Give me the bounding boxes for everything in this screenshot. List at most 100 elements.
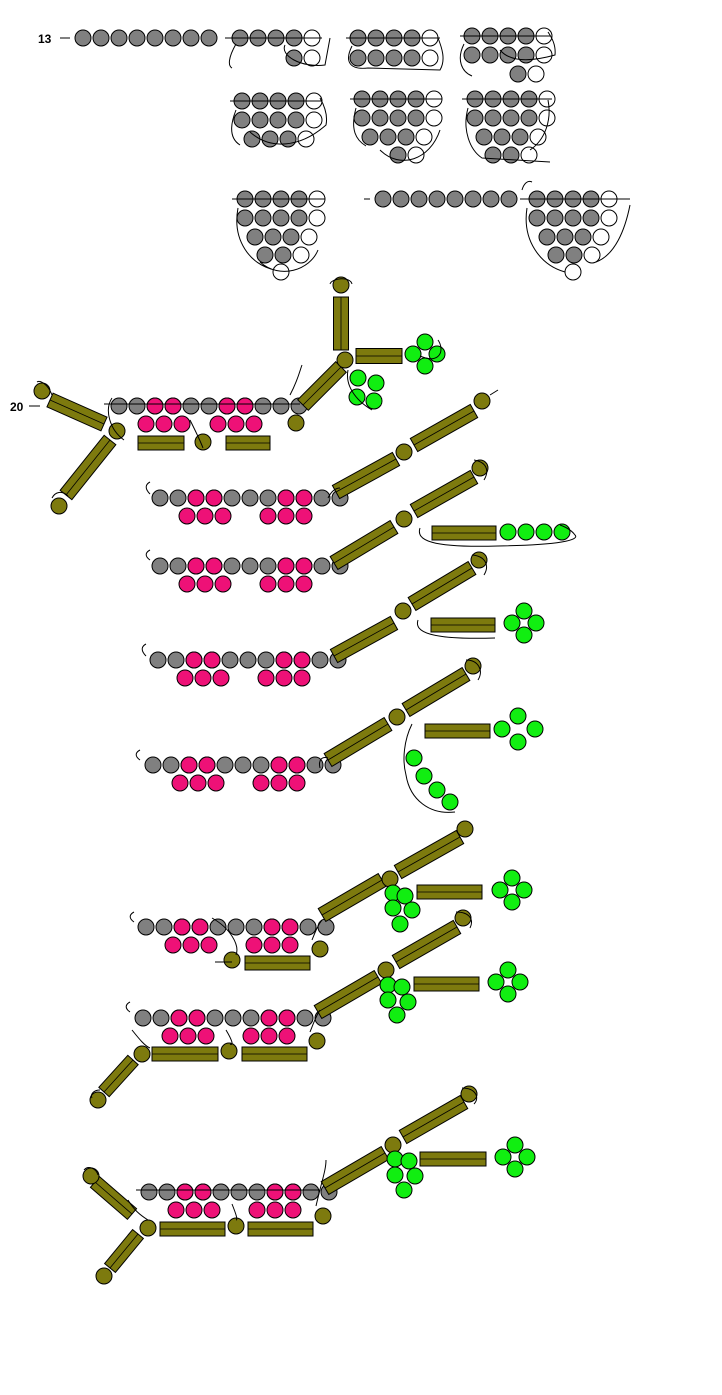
bead [297,130,315,148]
bead [277,557,295,575]
bead [278,1009,296,1027]
bead [161,1027,179,1045]
bead [403,49,421,67]
bead [221,651,239,669]
bead [389,109,407,127]
bead [170,1009,188,1027]
bead [287,414,305,432]
bead [428,345,446,363]
stage-13-chain [74,29,331,69]
bead [365,392,383,410]
stage-21 [145,389,499,525]
bead [313,557,331,575]
bead [384,1136,402,1154]
bead [205,489,223,507]
bead [405,749,423,767]
bead [288,774,306,792]
helix-axis [321,879,383,916]
helix-axis [397,836,461,873]
bead [565,246,583,264]
stage-13-fold-4 [230,92,327,148]
bead [176,1183,194,1201]
stage-23 [141,551,545,687]
bead [302,1183,320,1201]
bead [178,507,196,525]
bead [233,111,251,129]
bead [406,1167,424,1185]
helix-axis [65,439,111,496]
bead [400,1152,418,1170]
bead [151,489,169,507]
bead [203,651,221,669]
bead [509,733,527,751]
bead [583,246,601,264]
bead [395,510,413,528]
bead [295,507,313,525]
bead [151,557,169,575]
bead [484,109,502,127]
bead [254,209,272,227]
chain-line [459,31,556,77]
bead [223,489,241,507]
bead [274,246,292,264]
bead [582,209,600,227]
bead [288,756,306,774]
bead [212,1183,230,1201]
bead [207,774,225,792]
bead [381,870,399,888]
helix-axis [411,567,473,605]
helix-axis [335,458,397,493]
bead [223,951,241,969]
bead [511,973,529,991]
label-20: 20 [10,400,40,414]
bead [391,915,409,933]
bead [281,936,299,954]
stage-25 [129,820,533,971]
bead [178,575,196,593]
bead [227,918,245,936]
bead [220,1042,238,1060]
bead [236,209,254,227]
bead [377,961,395,979]
bead [295,575,313,593]
bead [471,459,489,477]
chain-line [135,659,481,813]
bead [296,1009,314,1027]
bead [293,669,311,687]
bead [349,49,367,67]
bead [164,29,182,47]
bead [214,575,232,593]
bead [236,397,254,415]
bead [311,940,329,958]
bead [415,767,433,785]
bead [171,774,189,792]
stage-27 [82,1085,536,1285]
bead [428,190,446,208]
bead [528,209,546,227]
bead [491,881,509,899]
chain-line [129,911,323,956]
bead [494,1148,512,1166]
bead [92,29,110,47]
bead [396,887,414,905]
bead [259,507,277,525]
bead [263,936,281,954]
bead [290,209,308,227]
bead [475,128,493,146]
bead [164,936,182,954]
chain-line [461,1087,478,1105]
bead [212,669,230,687]
bead [248,1201,266,1219]
bead [421,49,439,67]
helix-axis [327,723,389,761]
bead [144,756,162,774]
bead [239,651,257,669]
bead [336,351,354,369]
bead [277,575,295,593]
helix-axis [405,673,467,711]
bead [206,1009,224,1027]
bead [259,489,277,507]
bead [379,128,397,146]
bead [499,523,517,541]
